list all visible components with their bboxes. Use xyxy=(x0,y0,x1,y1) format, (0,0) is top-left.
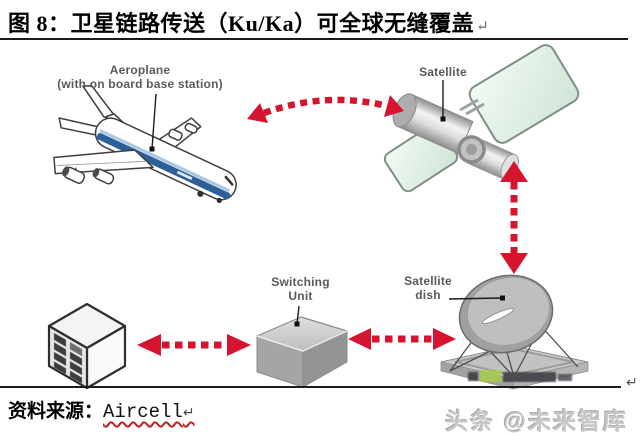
paragraph-return-icon: ↵ xyxy=(476,19,490,35)
server-illustration xyxy=(47,302,127,390)
link-arrow-server-switch xyxy=(137,334,251,356)
aeroplane-label-line2: (with on board base station) xyxy=(57,76,223,91)
footer-divider xyxy=(0,386,621,388)
source-value: Aircell xyxy=(103,401,183,423)
aeroplane-label-line1: Aeroplane xyxy=(109,63,171,77)
fuselage xyxy=(94,117,237,201)
light-stripe xyxy=(99,128,230,193)
switching-unit-label: Switching Unit xyxy=(271,275,330,303)
switch-bevel xyxy=(256,330,348,352)
panel-strut xyxy=(459,98,485,116)
satellite-dish-illustration xyxy=(440,274,589,390)
dish-feed-highlight xyxy=(481,307,515,325)
figure-title-text: 图 8：卫星链路传送（Ku/Ka）可全球无缝覆盖 xyxy=(8,11,475,36)
far-engine xyxy=(184,122,198,134)
satellite-body xyxy=(392,93,519,181)
switching-unit-illustration xyxy=(256,316,348,388)
link-arrow-switch-dish xyxy=(348,328,456,350)
satellite-illustration xyxy=(383,44,580,193)
toutiao-watermark: 头条 @未来智库 xyxy=(445,408,628,434)
pointer-lines xyxy=(149,80,505,327)
title-divider xyxy=(0,38,628,40)
engine-intake xyxy=(62,166,70,177)
satellite-dish-label: Satellite dish xyxy=(404,274,452,302)
source-label: 资料来源： xyxy=(8,401,104,422)
source-line: 资料来源：Aircell↵ xyxy=(8,396,195,423)
wing-flap-line xyxy=(56,160,148,166)
engine-intake xyxy=(92,168,100,178)
solar-panel-large xyxy=(468,44,580,144)
link-arrow-plane-satellite xyxy=(247,95,404,123)
paragraph-return-icon: ↵ xyxy=(182,405,195,421)
link-arrow-satellite-dish xyxy=(500,161,528,274)
landing-gear xyxy=(216,197,222,204)
paragraph-return-icon: ↵ xyxy=(626,374,638,390)
figure-title: 图 8：卫星链路传送（Ku/Ka）可全球无缝覆盖↵ xyxy=(8,6,628,38)
blue-stripe xyxy=(96,132,231,200)
cockpit-window xyxy=(224,175,234,186)
aeroplane-label: Aeroplane (with on board base station) xyxy=(20,63,260,91)
aeroplane-illustration xyxy=(53,85,237,204)
stripe-marking xyxy=(176,170,193,181)
cut-off-logo xyxy=(468,370,572,382)
satellite-label: Satellite xyxy=(419,65,467,79)
landing-gear xyxy=(197,190,204,197)
server-slots xyxy=(53,332,83,384)
far-engine xyxy=(168,128,183,141)
